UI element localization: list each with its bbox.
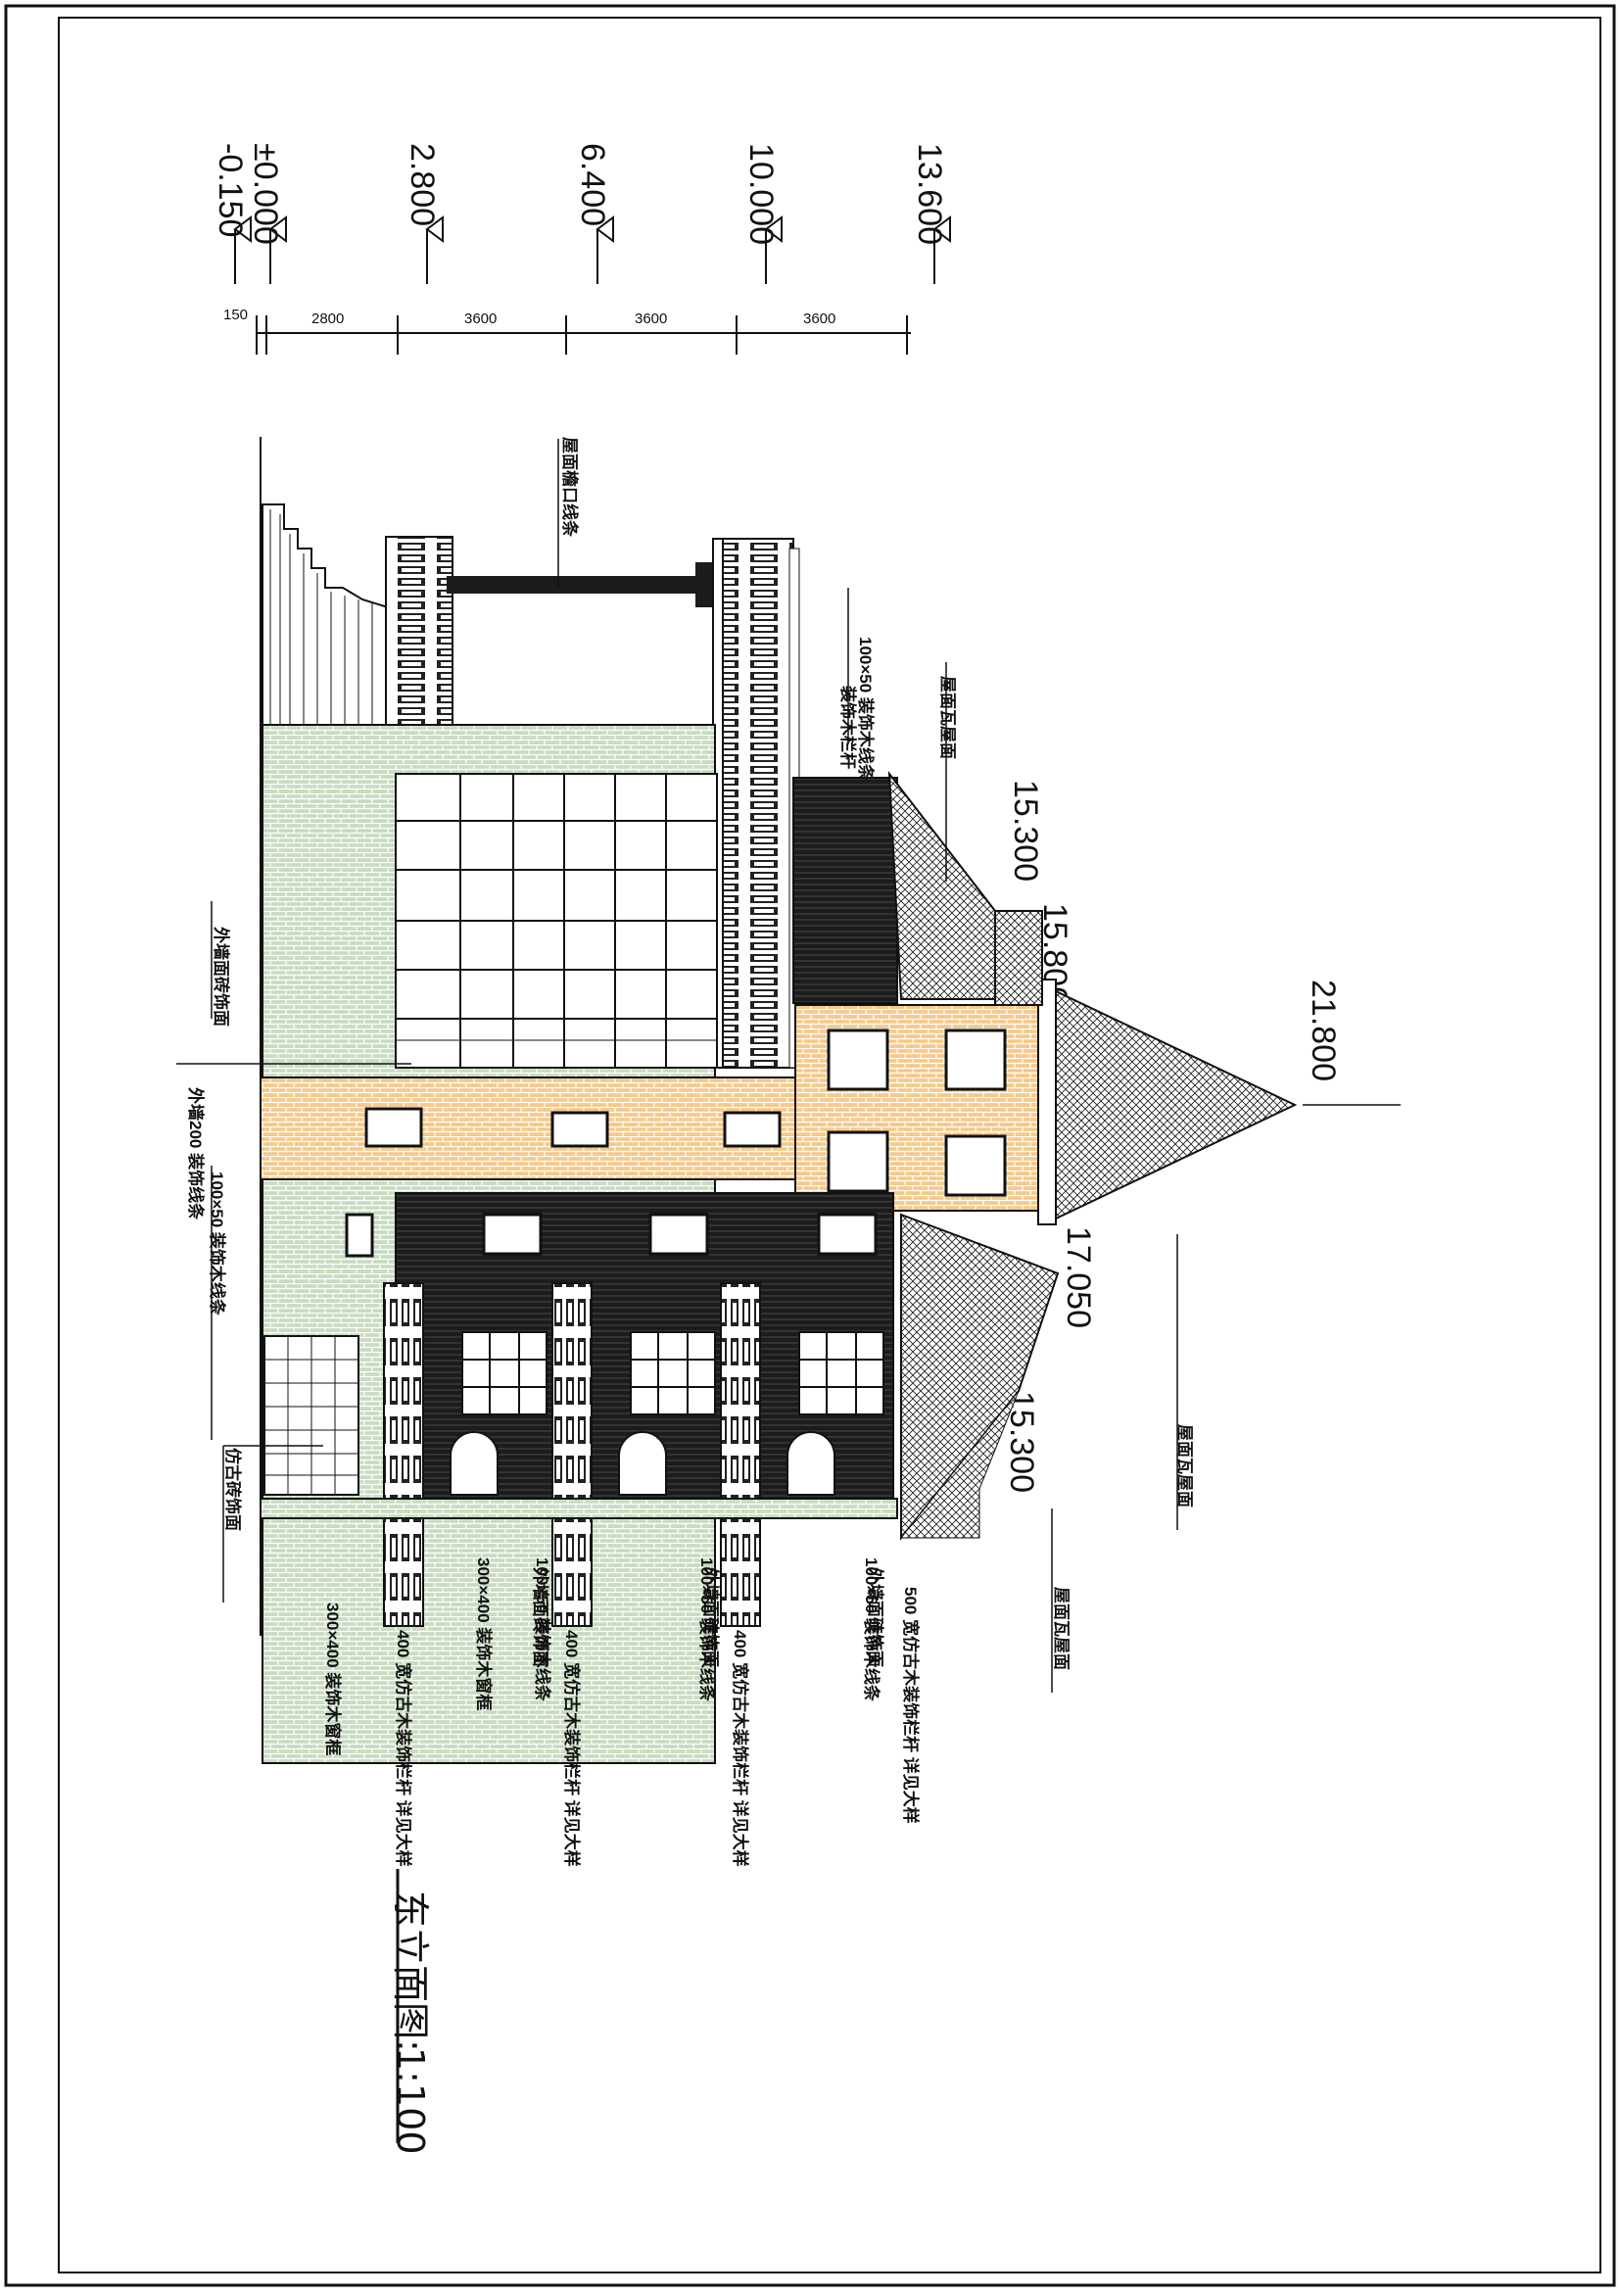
level-marker: -0.150 [212, 143, 252, 284]
dimension-chain: 150 2800 3600 3600 3600 [223, 307, 911, 355]
annotation-label: 外墙面砖饰面 [531, 1567, 550, 1667]
dim-label-2: 3600 [464, 311, 497, 327]
annotation-label: 300×400 装饰木窗框 [474, 1557, 494, 1710]
level-marker: 6.400 [574, 143, 614, 284]
annotation-label: 外墙200 装饰线条 [186, 1087, 206, 1220]
dim-label-3: 3600 [635, 311, 667, 327]
annotation-label: 400 宽仿古木装饰栏杆 详见大样 [394, 1630, 413, 1867]
level-marker: 2.800 [404, 143, 444, 284]
dim-label-0: 150 [223, 307, 248, 323]
annotation-label: 外墙面砖饰面 [701, 1567, 721, 1667]
level-marker: 10.000 [742, 143, 783, 284]
annotation-label: 400 宽仿古木装饰栏杆 详见大样 [731, 1630, 750, 1867]
annotation-label: 外墙面砖饰面 [866, 1567, 885, 1667]
annotation-label: 100×50 装饰木线条 [856, 637, 876, 782]
outer-frame [4, 4, 1616, 2287]
level-value: 2.800 [404, 143, 441, 226]
annotation-label: 屋面檐口线条 [560, 437, 580, 538]
level-value: -0.150 [212, 143, 249, 237]
annotation-label: 装饰木栏杆 [838, 685, 858, 769]
annotation-label: 仿古砖饰面 [223, 1448, 243, 1531]
inner-frame [58, 17, 1601, 2273]
dim-label-4: 3600 [803, 311, 835, 327]
roof-level-value: 21.800 [1305, 980, 1342, 1081]
building-elevation [260, 437, 1298, 1764]
dim-label-1: 2800 [311, 311, 344, 327]
annotation-group: 屋面檐口线条100×50 装饰木线条装饰木栏杆屋面瓦屋面外墙面砖饰面外墙200 … [186, 437, 1194, 1867]
level-marker: 13.600 [911, 143, 951, 284]
level-value: 13.600 [911, 143, 948, 245]
annotation-label: 外墙面砖饰面 [212, 927, 231, 1027]
annotation-label: 500 宽仿古木装饰栏杆 详见大样 [901, 1587, 921, 1824]
annotation-label: 屋面瓦屋面 [1052, 1587, 1071, 1670]
level-value: ±0.000 [247, 143, 284, 245]
title-name: 东立面图: [389, 1890, 432, 2052]
level-value: 6.400 [574, 143, 611, 226]
level-value: 10.000 [742, 143, 780, 245]
annotation-label: 100×50 装饰木线条 [697, 1557, 717, 1702]
annotation-label: 屋面瓦屋面 [938, 676, 957, 759]
annotation-label: 100×50 装饰木线条 [533, 1557, 552, 1702]
roof-level-value: 17.050 [1060, 1226, 1097, 1328]
annotation-label: 300×400 装饰木窗框 [323, 1602, 343, 1755]
annotation-label: 400 宽仿古木装饰栏杆 详见大样 [562, 1630, 582, 1867]
annotation-label: 屋面瓦屋面 [1175, 1424, 1194, 1507]
level-marker: ±0.000 [247, 143, 287, 284]
roof-level-value: 15.300 [1007, 780, 1044, 882]
annotation-label: 100×50 装饰木线条 [208, 1172, 227, 1316]
leader-lines [176, 439, 1401, 1693]
annotation-label: 100×50 装饰木线条 [862, 1557, 881, 1702]
title-scale: 1:100 [389, 2047, 432, 2155]
drawing-title: 东立面图: 1:100 [389, 1890, 432, 2155]
